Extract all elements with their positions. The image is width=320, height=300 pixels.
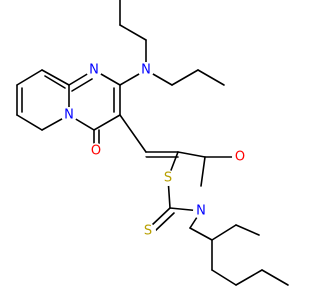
atom-label: S (164, 171, 172, 186)
bond (211, 224, 237, 241)
bond (16, 114, 43, 131)
atom-label: N (89, 63, 99, 78)
bond (261, 269, 289, 286)
bond (189, 227, 213, 241)
bond (211, 269, 237, 286)
atom-o-pyrimidinone: O (88, 143, 104, 159)
atom-n-thiazolidinone: N (193, 203, 209, 219)
bond (71, 78, 93, 92)
atom-o-thiazolidinone: O (232, 149, 248, 165)
atom-s-ring: S (160, 170, 176, 186)
atom-h-methine (136, 156, 148, 168)
atom-label: O (235, 150, 245, 165)
atom-n-amine: N (138, 62, 154, 78)
molecule-structure-diagram: N N N O S O N S (16, 0, 289, 286)
atom-s-thione: S (140, 223, 156, 239)
bond (235, 269, 263, 286)
bond (16, 69, 43, 86)
bond (154, 212, 175, 232)
molecule-structure-canvas: N N N O S O N S (16, 0, 289, 286)
atom-label: N (196, 204, 206, 219)
bond (44, 75, 66, 89)
atom-label: O (91, 144, 101, 159)
bond (197, 69, 225, 86)
bond (93, 114, 121, 131)
atom-n-ring-top: N (86, 62, 102, 78)
atom-label-layer: N N N O S O N S (61, 62, 248, 239)
atom-label: N (141, 63, 151, 78)
bond (41, 69, 70, 86)
bond (171, 69, 199, 86)
bond (119, 24, 147, 41)
bond (200, 156, 206, 187)
atom-n-bridge: N (61, 107, 77, 123)
bond-layer (16, 0, 289, 286)
bond (150, 207, 171, 227)
atom-label: S (144, 224, 152, 239)
bond (177, 151, 206, 158)
atom-label: N (64, 108, 74, 123)
bond (119, 114, 147, 153)
bond (235, 224, 260, 236)
